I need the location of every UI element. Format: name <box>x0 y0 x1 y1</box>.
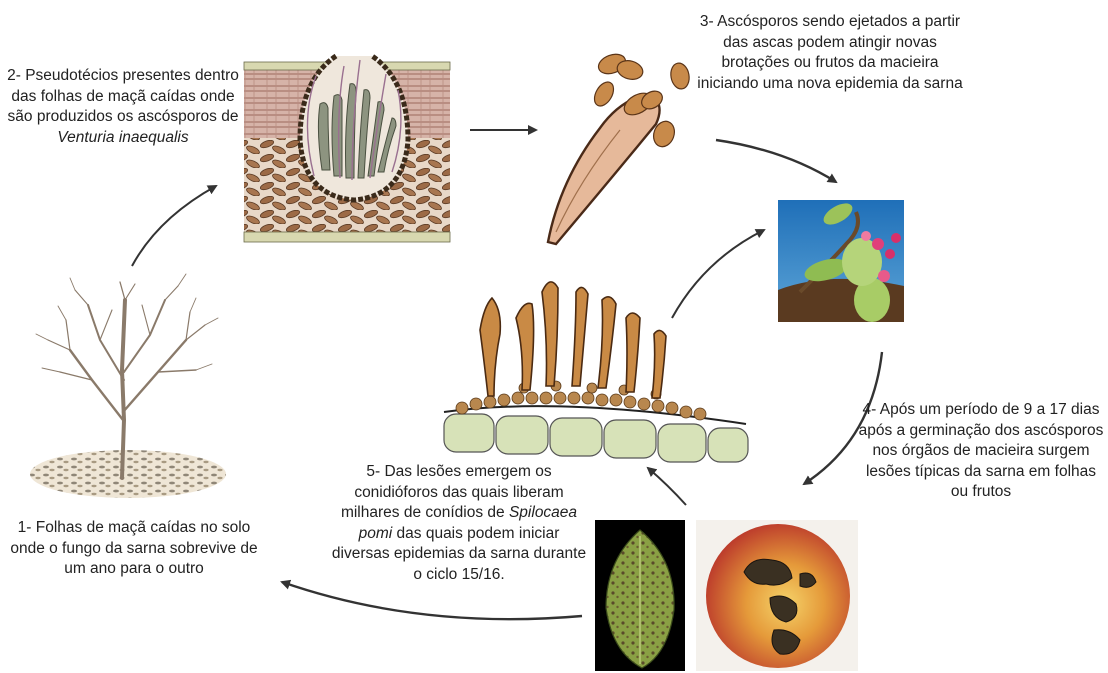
apple-shoot-photo <box>778 199 904 322</box>
arrow-3-to-plant <box>716 140 836 182</box>
stage-3-caption: 3- Ascósporos sendo ejetados a partir da… <box>690 12 970 94</box>
host-cells <box>444 414 748 462</box>
stage-2-caption: 2- Pseudotécios presentes dentro das fol… <box>6 66 240 148</box>
conidiophores <box>480 282 666 398</box>
stage-5-caption: 5- Das lesões emergem os conidióforos da… <box>328 462 590 585</box>
stage-4-text: 4- Após um período de 9 a 17 dias após a… <box>859 401 1104 500</box>
epidermis-bottom <box>244 232 450 242</box>
arrow-conidiophore-to-plant <box>672 230 764 318</box>
arrow-1-to-2 <box>132 186 216 266</box>
stage-1-text: 1- Folhas de maçã caídas no solo onde o … <box>10 519 257 577</box>
ascus <box>548 94 660 244</box>
stage-4-caption: 4- Após um período de 9 a 17 dias após a… <box>856 400 1106 503</box>
stage-1-caption: 1- Folhas de maçã caídas no solo onde o … <box>6 518 262 580</box>
conidiophores-illustration <box>444 282 748 462</box>
pseudothecium-illustration <box>244 56 450 242</box>
arrow-fruit-to-conidiophore <box>648 468 686 505</box>
stage-2-text: 2- Pseudotécios presentes dentro das fol… <box>7 67 239 125</box>
scab-lesion-photos <box>595 520 858 671</box>
stage-3-text: 3- Ascósporos sendo ejetados a partir da… <box>697 13 962 92</box>
stage-2-species: Venturia inaequalis <box>57 129 188 146</box>
fallen-leaf-litter <box>30 450 226 498</box>
ascus-ejecting-spores-illustration <box>548 51 691 244</box>
tree-illustration <box>30 274 226 498</box>
